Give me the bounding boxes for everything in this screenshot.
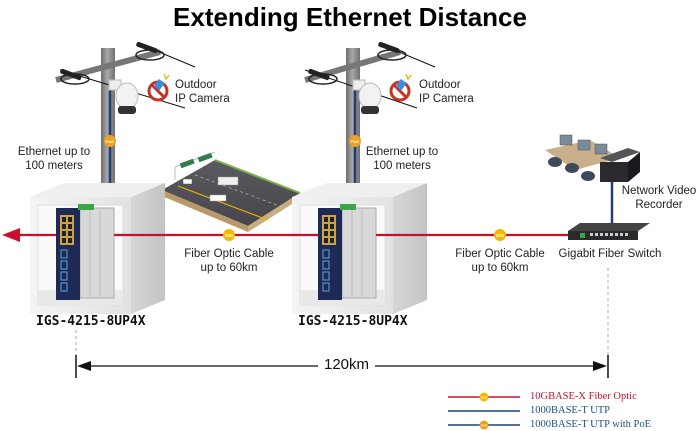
industrial-switch-1 bbox=[56, 204, 115, 300]
switch-model-label-2: IGS-4215-8UP4X bbox=[298, 314, 408, 329]
poe-badge-2 bbox=[349, 135, 361, 147]
legend-item-utp-poe: 1000BASE-T UTP with PoE bbox=[530, 419, 652, 430]
ip-camera-icon-2 bbox=[352, 79, 382, 114]
gigabit-fiber-switch-icon bbox=[568, 223, 650, 240]
ip-camera-icon-1 bbox=[108, 79, 139, 114]
fiber-badge-2 bbox=[494, 229, 506, 241]
total-distance-label: 120km bbox=[318, 356, 376, 373]
no-cable-icon-1 bbox=[147, 73, 170, 102]
svg-text:PoE: PoE bbox=[481, 424, 488, 428]
poe-badge-1 bbox=[104, 135, 116, 147]
arrow-left-icon bbox=[2, 228, 20, 242]
arrow-left-icon bbox=[77, 361, 91, 371]
gigabit-switch-label: Gigabit Fiber Switch bbox=[558, 248, 662, 260]
fiber-link-line: 10G 10G bbox=[2, 228, 570, 242]
fiber-badge-1 bbox=[223, 229, 235, 241]
nvr-device-icon bbox=[600, 148, 640, 182]
legend-item-fiber: 10GBASE-X Fiber Optic bbox=[530, 391, 637, 402]
no-cable-icon-2 bbox=[389, 73, 412, 102]
nvr-label: Network Video Recorder bbox=[621, 185, 697, 211]
switch-model-label-1: IGS-4215-8UP4X bbox=[36, 314, 146, 329]
arrow-right-icon bbox=[593, 361, 607, 371]
legend-swatches: 10G PoE bbox=[448, 392, 520, 430]
fiber-cable-label-1: Fiber Optic Cable up to 60km bbox=[184, 248, 274, 274]
camera-label-1: Outdoor IP Camera bbox=[175, 79, 230, 105]
ethernet-distance-label-2: Ethernet up to 100 meters bbox=[365, 146, 439, 172]
diagram-title: Extending Ethernet Distance bbox=[173, 2, 527, 32]
svg-text:10G: 10G bbox=[496, 233, 505, 238]
ethernet-distance-label-1: Ethernet up to 100 meters bbox=[17, 146, 91, 172]
fiber-cable-label-2: Fiber Optic Cable up to 60km bbox=[455, 248, 545, 274]
svg-text:10G: 10G bbox=[225, 233, 234, 238]
highway-illustration bbox=[162, 151, 301, 232]
svg-text:10G: 10G bbox=[481, 396, 488, 400]
camera-label-2: Outdoor IP Camera bbox=[419, 79, 474, 105]
svg-text:PoE: PoE bbox=[351, 139, 359, 144]
industrial-switch-2 bbox=[318, 204, 377, 300]
svg-text:PoE: PoE bbox=[106, 139, 114, 144]
legend-item-utp: 1000BASE-T UTP bbox=[530, 405, 611, 416]
